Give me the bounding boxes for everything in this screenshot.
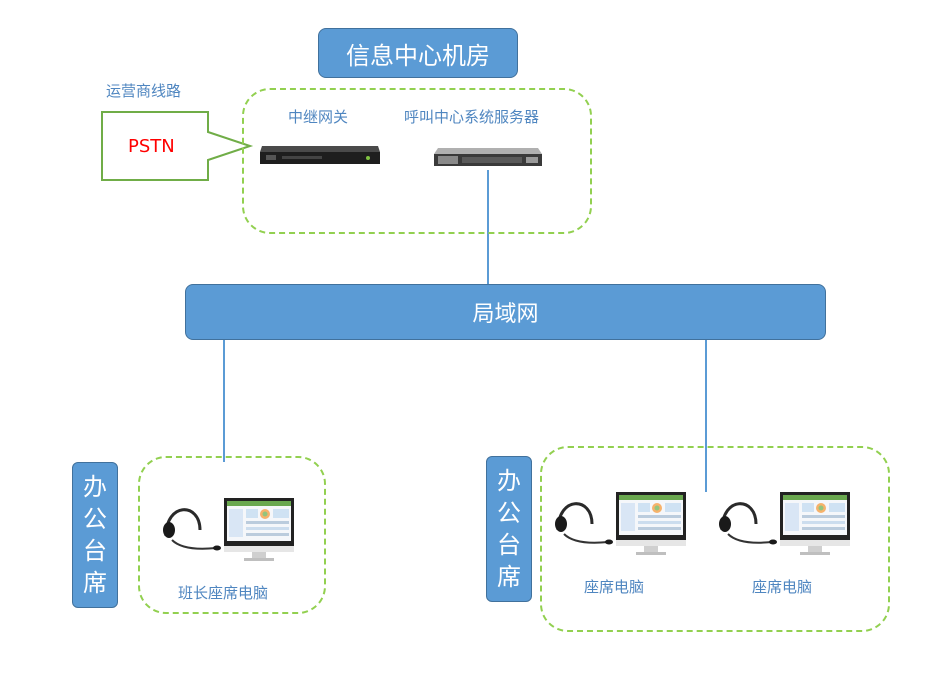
gateway-device-icon <box>260 146 380 164</box>
pstn-label: PSTN <box>128 136 175 157</box>
lan-bar: 局域网 <box>185 284 826 340</box>
server-device-icon <box>434 148 542 166</box>
right-seat-group-label: 办 公 台 席 <box>486 456 532 602</box>
info-center-title-text: 信息中心机房 <box>346 41 490 70</box>
agent-pc-label-1: 座席电脑 <box>584 578 645 596</box>
pstn-arrow <box>101 111 254 181</box>
server-label: 呼叫中心系统服务器 <box>404 108 540 126</box>
supervisor-pc-label: 班长座席电脑 <box>178 584 269 602</box>
carrier-line-label: 运营商线路 <box>106 82 182 100</box>
agent-workstation-icon-1 <box>553 490 688 556</box>
lan-label: 局域网 <box>472 302 539 327</box>
agent-pc-label-2: 座席电脑 <box>752 578 813 596</box>
left-seat-group-label: 办 公 台 席 <box>72 462 118 608</box>
machine-room-boundary <box>242 88 592 234</box>
agent-workstation-icon-2 <box>717 490 852 556</box>
left-seat-area <box>138 456 326 614</box>
supervisor-workstation-icon <box>161 496 296 562</box>
info-center-title: 信息中心机房 <box>318 28 518 78</box>
gateway-label: 中继网关 <box>288 108 349 126</box>
right-seat-area <box>540 446 890 632</box>
